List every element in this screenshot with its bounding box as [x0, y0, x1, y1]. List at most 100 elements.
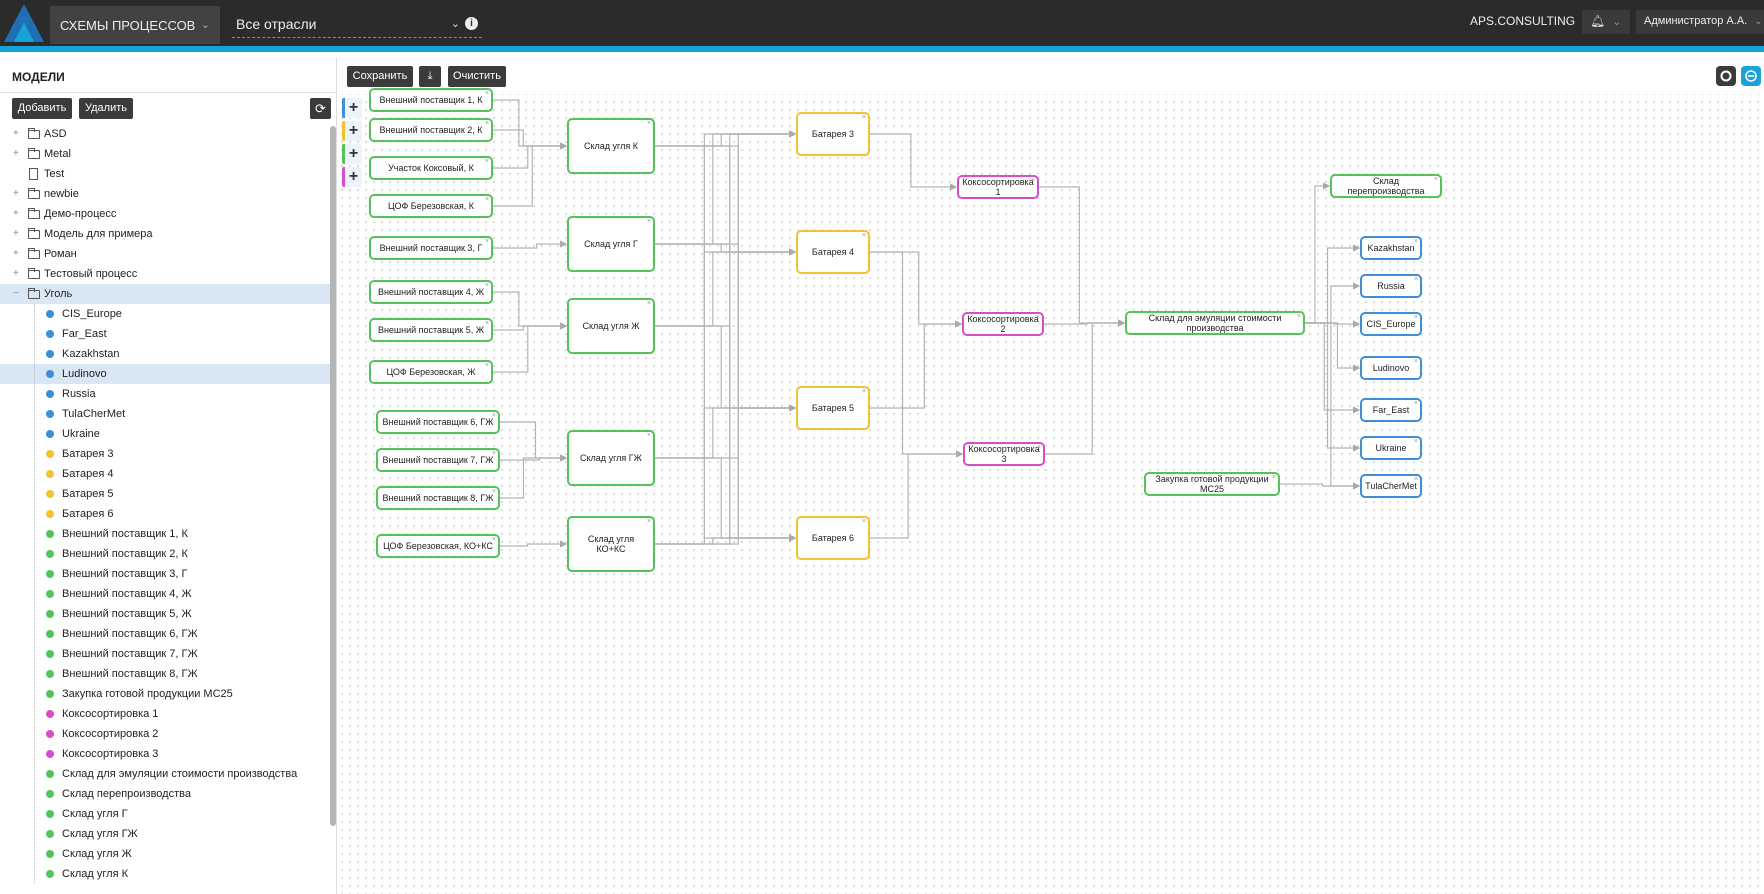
close-icon[interactable]: ×: [491, 536, 496, 543]
tree-item[interactable]: Russia: [0, 384, 334, 404]
tree-item[interactable]: Батарея 3: [0, 444, 334, 464]
tree-item[interactable]: CIS_Europe: [0, 304, 334, 324]
tree-item[interactable]: Склад угля Ж: [0, 844, 334, 864]
diagram-node[interactable]: Закупка готовой продукции МС25×: [1144, 472, 1280, 496]
expand-icon[interactable]: +: [13, 128, 19, 139]
close-icon[interactable]: ×: [1413, 476, 1418, 483]
tree-item[interactable]: Закупка готовой продукции МС25: [0, 684, 334, 704]
close-icon[interactable]: ×: [484, 320, 489, 327]
close-icon[interactable]: ×: [1413, 314, 1418, 321]
info-icon[interactable]: i: [465, 17, 478, 30]
tree-item[interactable]: Ludinovo: [0, 364, 334, 384]
user-menu[interactable]: Администратор А.А. ⌄: [1636, 10, 1764, 34]
tree-item[interactable]: Внешний поставщик 8, ГЖ: [0, 664, 334, 684]
close-icon[interactable]: ×: [491, 488, 496, 495]
tree-item[interactable]: Внешний поставщик 7, ГЖ: [0, 644, 334, 664]
diagram-node[interactable]: Склад угля ГЖ×: [567, 430, 655, 486]
close-icon[interactable]: ×: [646, 518, 651, 525]
close-icon[interactable]: ×: [484, 362, 489, 369]
close-icon[interactable]: ×: [484, 90, 489, 97]
diagram-node[interactable]: Коксосортировка 1×: [957, 175, 1039, 199]
app-logo-icon[interactable]: [0, 0, 48, 46]
diagram-node[interactable]: CIS_Europe×: [1360, 312, 1422, 336]
tree-item[interactable]: −Уголь: [0, 284, 334, 304]
diagram-node[interactable]: Far_East×: [1360, 398, 1422, 422]
diagram-node[interactable]: Склад угля КО+КС×: [567, 516, 655, 572]
tree-item[interactable]: +Модель для примера: [0, 224, 334, 244]
tree-item[interactable]: Ukraine: [0, 424, 334, 444]
collapse-icon[interactable]: −: [13, 288, 19, 299]
tree-item[interactable]: Test: [0, 164, 334, 184]
diagram-node[interactable]: Внешний поставщик 7, ГЖ×: [376, 448, 500, 472]
close-icon[interactable]: ×: [1036, 444, 1041, 451]
diagram-node[interactable]: Внешний поставщик 3, Г×: [369, 236, 493, 260]
tree-item[interactable]: +Тестовый процесс: [0, 264, 334, 284]
tree-item[interactable]: Батарея 6: [0, 504, 334, 524]
tree-item[interactable]: Склад угля К: [0, 864, 334, 884]
close-icon[interactable]: ×: [646, 218, 651, 225]
tree-item[interactable]: Склад угля ГЖ: [0, 824, 334, 844]
delete-model-button[interactable]: Удалить: [79, 98, 133, 119]
close-icon[interactable]: ×: [1413, 438, 1418, 445]
close-icon[interactable]: ×: [484, 196, 489, 203]
industry-selector[interactable]: Все отрасли ⌄ i: [232, 10, 482, 38]
tree-item[interactable]: +Metal: [0, 144, 334, 164]
tree-item[interactable]: Far_East: [0, 324, 334, 344]
tree-item[interactable]: +ASD: [0, 124, 334, 144]
notifications-button[interactable]: 🔔︎ ⌄: [1582, 10, 1630, 34]
add-yellow-node-button[interactable]: +: [342, 121, 362, 141]
close-icon[interactable]: ×: [1433, 176, 1438, 183]
sidebar-scrollbar[interactable]: [330, 126, 336, 826]
close-icon[interactable]: ×: [1413, 400, 1418, 407]
diagram-node[interactable]: Склад угля Ж×: [567, 298, 655, 354]
close-icon[interactable]: ×: [861, 518, 866, 525]
download-button[interactable]: ⤓: [419, 66, 441, 87]
diagram-node[interactable]: Батарея 5×: [796, 386, 870, 430]
diagram-node[interactable]: Внешний поставщик 2, К×: [369, 118, 493, 142]
close-icon[interactable]: ×: [1413, 238, 1418, 245]
close-icon[interactable]: ×: [484, 238, 489, 245]
close-icon[interactable]: ×: [484, 120, 489, 127]
close-icon[interactable]: ×: [646, 432, 651, 439]
diagram-node[interactable]: TulaCherMet×: [1360, 474, 1422, 498]
diagram-node[interactable]: Склад перепроизводства×: [1330, 174, 1442, 198]
tree-item[interactable]: Внешний поставщик 3, Г: [0, 564, 334, 584]
expand-icon[interactable]: +: [13, 208, 19, 219]
add-blue-node-button[interactable]: +: [342, 98, 362, 118]
close-icon[interactable]: ×: [484, 282, 489, 289]
diagram-canvas[interactable]: Сохранить ⤓ Очистить + + + + Внешний пос…: [338, 58, 1764, 894]
tree-item[interactable]: Склад угля Г: [0, 804, 334, 824]
diagram-node[interactable]: Ukraine×: [1360, 436, 1422, 460]
close-icon[interactable]: ×: [646, 300, 651, 307]
diagram-node[interactable]: ЦОФ Березовская, КО+КС×: [376, 534, 500, 558]
diagram-node[interactable]: Коксосортировка 2×: [962, 312, 1044, 336]
tree-item[interactable]: Коксосортировка 3: [0, 744, 334, 764]
close-icon[interactable]: ×: [491, 450, 496, 457]
close-icon[interactable]: ×: [1271, 474, 1276, 481]
close-icon[interactable]: ×: [1413, 276, 1418, 283]
diagram-node[interactable]: Склад угля К×: [567, 118, 655, 174]
diagram-node[interactable]: Участок Коксовый, К×: [369, 156, 493, 180]
expand-icon[interactable]: +: [13, 188, 19, 199]
tree-item[interactable]: +Демо-процесс: [0, 204, 334, 224]
tree-item[interactable]: Склад перепроизводства: [0, 784, 334, 804]
diagram-node[interactable]: Внешний поставщик 8, ГЖ×: [376, 486, 500, 510]
diagram-node[interactable]: Коксосортировка 3×: [963, 442, 1045, 466]
add-green-node-button[interactable]: +: [342, 144, 362, 164]
close-icon[interactable]: ×: [646, 120, 651, 127]
tree-item[interactable]: Внешний поставщик 1, К: [0, 524, 334, 544]
diagram-node[interactable]: Внешний поставщик 6, ГЖ×: [376, 410, 500, 434]
tree-item[interactable]: Склад для эмуляции стоимости производств…: [0, 764, 334, 784]
diagram-node[interactable]: Склад для эмуляции стоимости производств…: [1125, 311, 1305, 335]
add-pink-node-button[interactable]: +: [342, 167, 362, 187]
close-icon[interactable]: ×: [1413, 358, 1418, 365]
save-button[interactable]: Сохранить: [347, 66, 413, 87]
zoom-button[interactable]: [1741, 66, 1761, 86]
tree-item[interactable]: +Роман: [0, 244, 334, 264]
diagram-node[interactable]: ЦОФ Березовская, К×: [369, 194, 493, 218]
tree-item[interactable]: Коксосортировка 1: [0, 704, 334, 724]
add-model-button[interactable]: Добавить: [12, 98, 72, 119]
tree-item[interactable]: Внешний поставщик 6, ГЖ: [0, 624, 334, 644]
tree-item[interactable]: Батарея 4: [0, 464, 334, 484]
tree-item[interactable]: Батарея 5: [0, 484, 334, 504]
